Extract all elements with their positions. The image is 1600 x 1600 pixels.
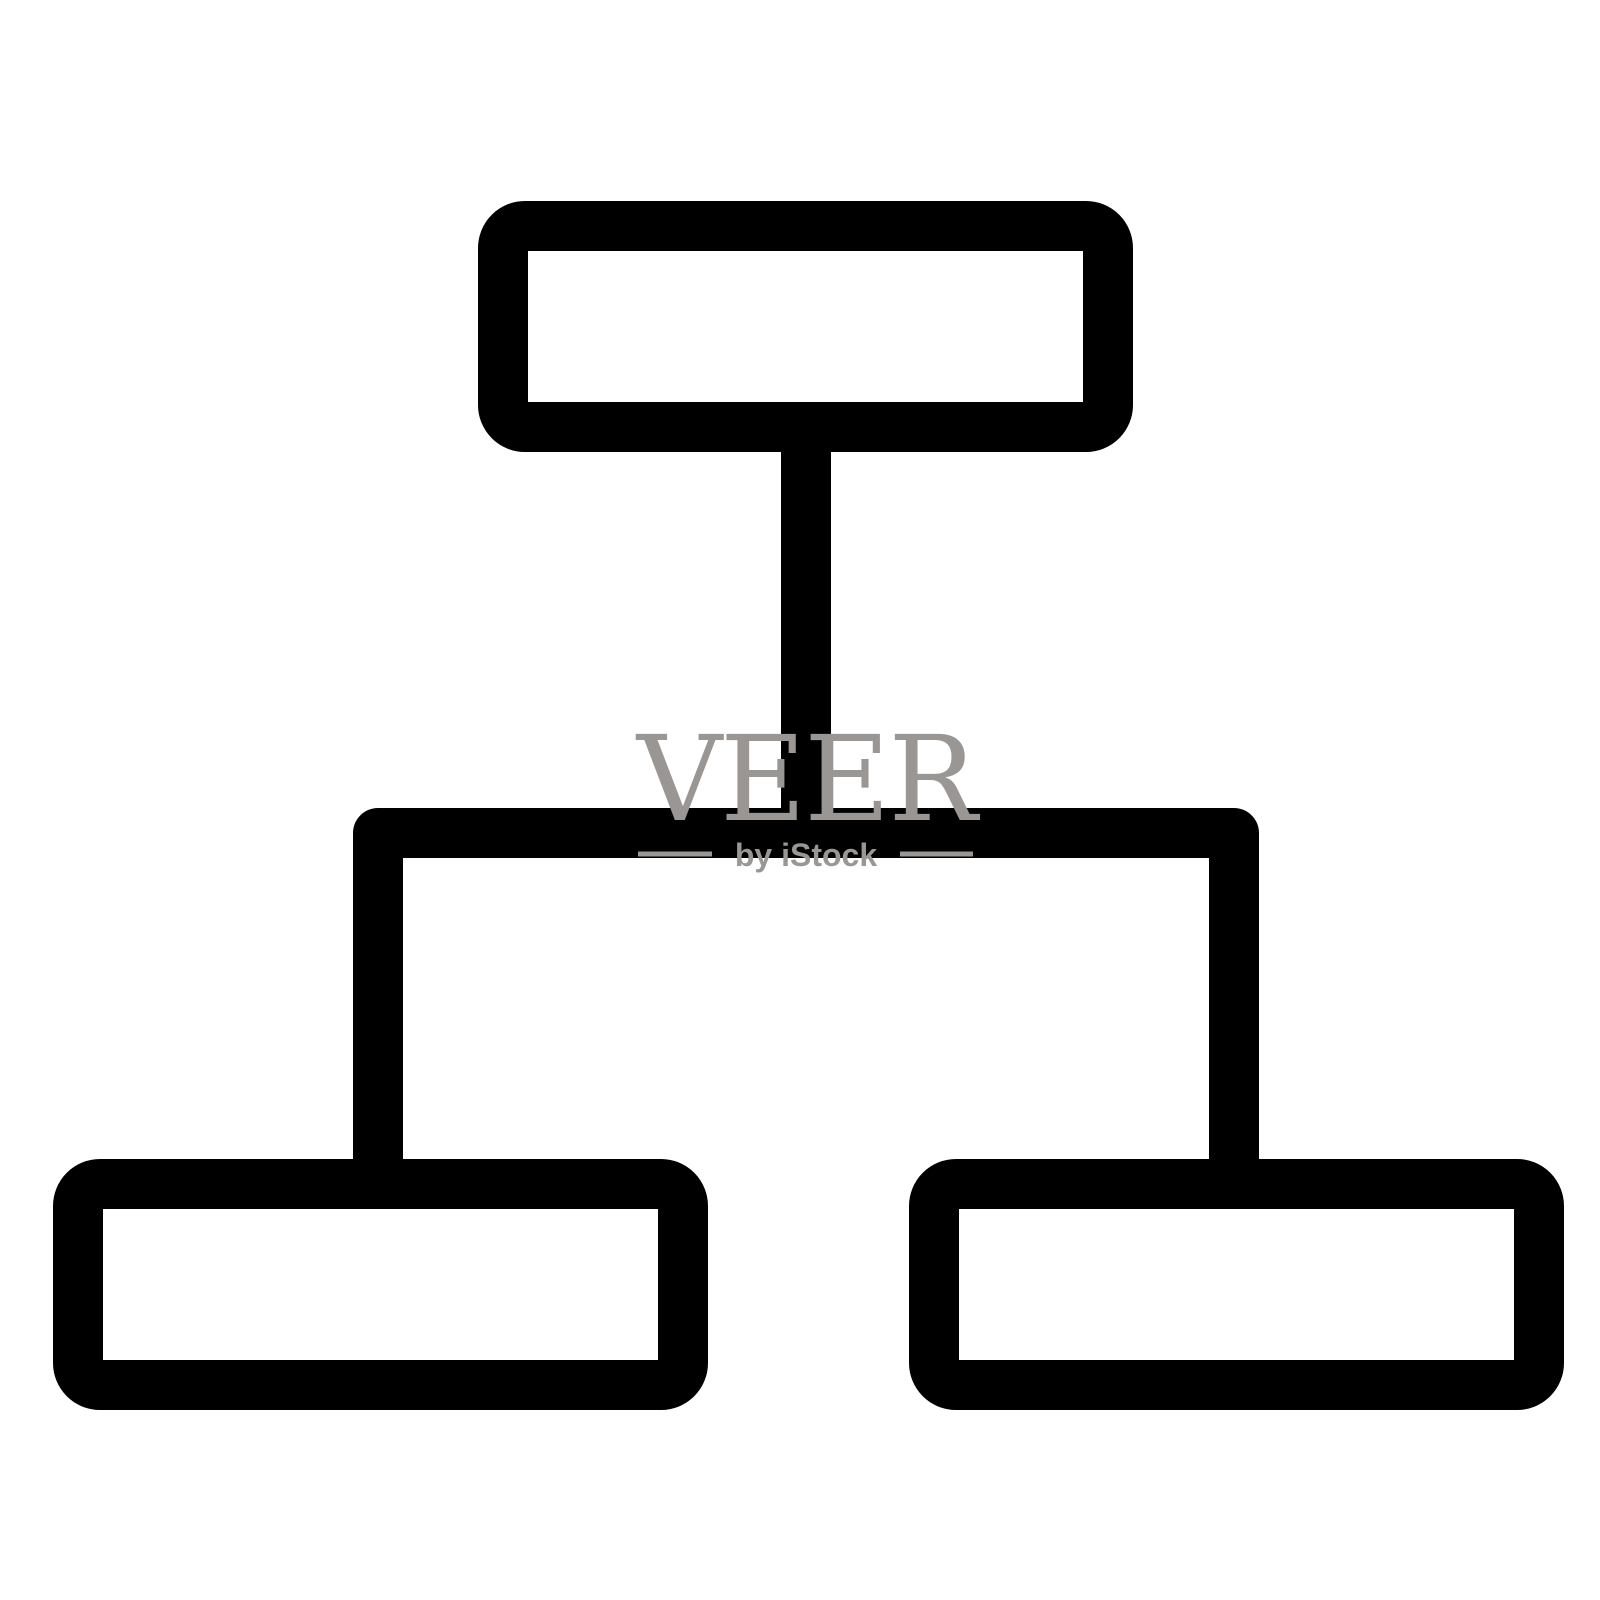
veer-watermark-logo: VEER by iStock	[635, 710, 982, 873]
watermark-sub-text: by iStock	[735, 837, 877, 873]
nodes	[53, 201, 1564, 1410]
connectors	[353, 417, 1259, 1175]
root-node-box	[478, 201, 1133, 452]
branch-connector-line	[353, 808, 1259, 1175]
left-child-node-box	[53, 1159, 708, 1410]
watermark-brand-text: VEER	[635, 710, 980, 848]
right-child-node-box	[909, 1159, 1564, 1410]
